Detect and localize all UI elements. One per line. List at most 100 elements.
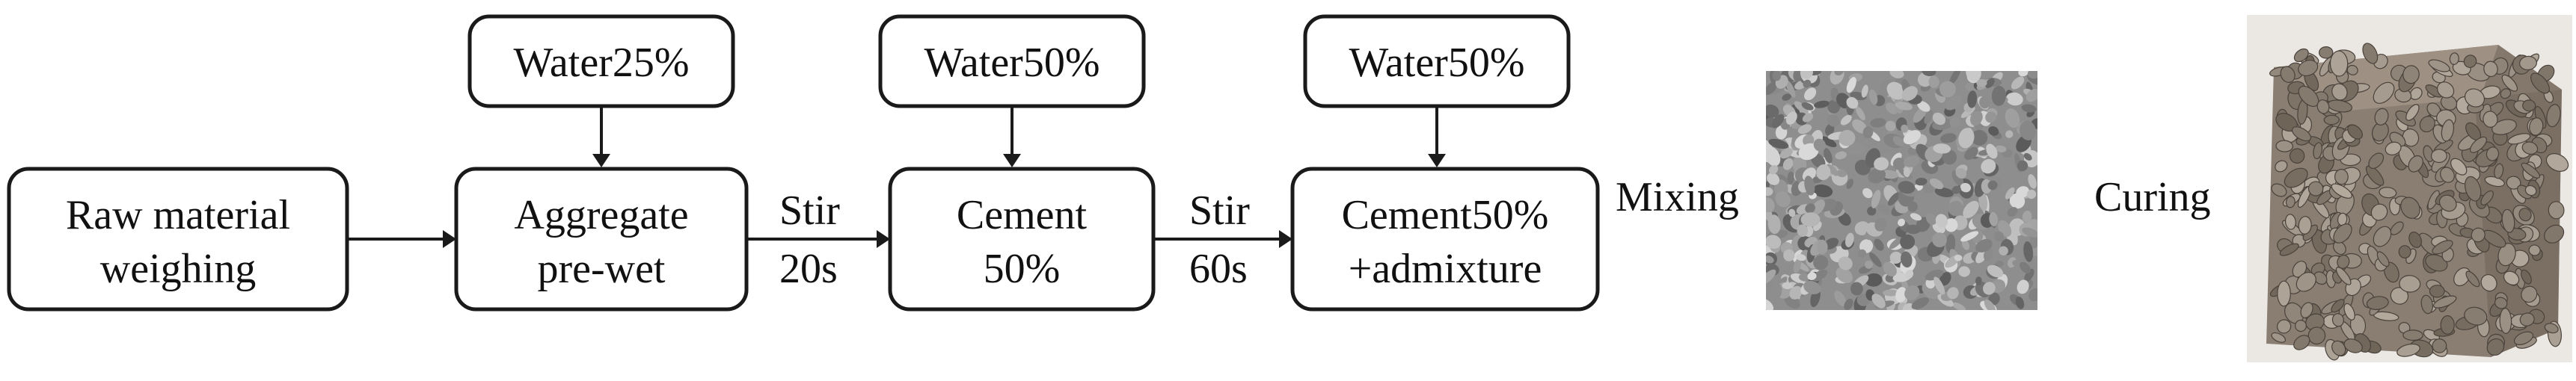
aggregate-stone xyxy=(1940,133,1957,143)
cement-admixture-line-2: +admixture xyxy=(1349,246,1542,292)
specimen-stone xyxy=(2544,323,2559,334)
raw-material-line-1: Raw material xyxy=(66,192,290,238)
specimen-stone xyxy=(2507,133,2531,145)
water-box-2-label: Water50% xyxy=(924,40,1100,86)
aggregate-stone xyxy=(1782,282,1793,290)
aggregate-line-1: Aggregate xyxy=(514,192,688,238)
aggregate-stone xyxy=(2020,261,2031,273)
aggregate-stone xyxy=(1871,294,1886,309)
aggregate-stone xyxy=(1979,96,1990,109)
aggregate-stone xyxy=(1987,264,2004,278)
specimen-stone xyxy=(2385,141,2402,155)
aggregate-stone xyxy=(1915,177,1928,186)
specimen-stone xyxy=(2471,227,2485,243)
specimen-stone xyxy=(2284,214,2296,230)
aggregate-stone xyxy=(1807,272,1817,280)
aggregate-stone xyxy=(1958,128,1975,149)
aggregate-stone xyxy=(1827,114,1840,127)
specimen-stone xyxy=(2428,59,2450,72)
aggregate-stone xyxy=(1766,187,1773,196)
aggregate-stone xyxy=(1963,200,1979,219)
specimen-stone xyxy=(2513,331,2534,345)
aggregate-stone xyxy=(1978,191,1988,211)
aggregate-stone xyxy=(2005,130,2014,138)
aggregate-stone xyxy=(1928,75,1939,88)
aggregate-stone xyxy=(1975,276,1982,285)
specimen-stone xyxy=(2370,203,2388,221)
aggregate-stone xyxy=(2017,279,2029,294)
specimen-stone xyxy=(2528,244,2541,256)
water-box-3-label: Water50% xyxy=(1349,40,1525,86)
aggregate-mix-photo xyxy=(1766,71,2037,310)
aggregate-stone xyxy=(1971,129,1988,146)
specimen-stone xyxy=(2400,196,2420,219)
specimen-stone xyxy=(2289,148,2305,164)
specimen-stone xyxy=(2365,165,2385,186)
specimen-stone xyxy=(2432,240,2453,255)
aggregate-stone xyxy=(1939,81,1956,98)
specimen-stone xyxy=(2313,142,2323,160)
specimen-stone xyxy=(2323,114,2340,126)
specimen-stone xyxy=(2430,149,2447,164)
aggregate-stone xyxy=(2006,92,2023,106)
aggregate-stone xyxy=(1836,267,1853,283)
aggregate-stone xyxy=(2025,88,2037,102)
aggregate-stone xyxy=(1804,87,1817,101)
aggregate-stone xyxy=(1801,102,1814,111)
specimen-stone xyxy=(2491,119,2517,135)
aggregate-stone xyxy=(1775,191,1791,208)
specimen-stone xyxy=(2331,299,2345,313)
specimen-stone xyxy=(2501,74,2518,92)
aggregate-stone xyxy=(1942,149,1957,165)
specimen-stone xyxy=(2464,306,2488,326)
aggregate-stone xyxy=(1820,136,1837,148)
aggregate-stone xyxy=(1889,251,1903,264)
aggregate-stone xyxy=(1871,189,1881,208)
aggregate-stone xyxy=(1961,239,1970,250)
aggregate-stone xyxy=(1867,206,1877,216)
aggregate-stone xyxy=(1813,138,1827,152)
aggregate-stone xyxy=(1857,249,1867,258)
specimen-stone xyxy=(2429,285,2445,298)
specimen-stone xyxy=(2480,274,2497,292)
specimen-stone xyxy=(2396,343,2420,357)
aggregate-stone xyxy=(1901,86,1918,101)
specimen-stone xyxy=(2271,183,2287,197)
aggregate-stone xyxy=(1944,218,1958,232)
aggregate-stone xyxy=(1901,124,1909,133)
aggregate-stone xyxy=(1955,167,1967,179)
aggregate-stone xyxy=(2005,187,2015,199)
specimen-stone xyxy=(2294,320,2307,332)
arrow-water-1-to-aggregate xyxy=(592,106,610,167)
aggregate-stone xyxy=(2017,160,2028,172)
aggregate-stone xyxy=(1766,104,1779,118)
aggregate-stone xyxy=(1949,71,1961,85)
aggregate-stone xyxy=(1922,71,1936,76)
specimen-stone xyxy=(2432,338,2447,353)
aggregate-stone xyxy=(1983,282,1996,295)
aggregate-stone xyxy=(1783,249,1795,261)
specimen-stone xyxy=(2402,329,2423,341)
aggregate-stone xyxy=(1903,130,1922,145)
specimen-stone xyxy=(2432,295,2457,309)
aggregate-stone xyxy=(1934,187,1954,197)
raw-material-box: Raw material weighing xyxy=(7,167,349,312)
aggregate-stone xyxy=(1794,101,1809,114)
aggregate-stone xyxy=(1862,188,1873,199)
aggregate-stone xyxy=(1771,114,1785,128)
specimen-stone xyxy=(2292,260,2307,278)
aggregate-stone xyxy=(1811,199,1826,216)
specimen-stone xyxy=(2362,43,2379,64)
specimen-stones xyxy=(2269,43,2569,361)
specimen-stone xyxy=(2437,81,2455,99)
specimen-stone xyxy=(2346,64,2358,75)
specimen-stone xyxy=(2521,162,2541,179)
aggregate-stone xyxy=(1905,270,1914,279)
aggregate-stone xyxy=(1877,204,1891,215)
specimen-stone xyxy=(2293,335,2310,350)
cement-admixture-line-1: Cement50% xyxy=(1342,192,1549,238)
specimen-stone xyxy=(2275,140,2293,152)
aggregate-stone xyxy=(2028,288,2037,302)
aggregate-stone xyxy=(1813,255,1829,270)
specimen-stone xyxy=(2485,146,2500,161)
